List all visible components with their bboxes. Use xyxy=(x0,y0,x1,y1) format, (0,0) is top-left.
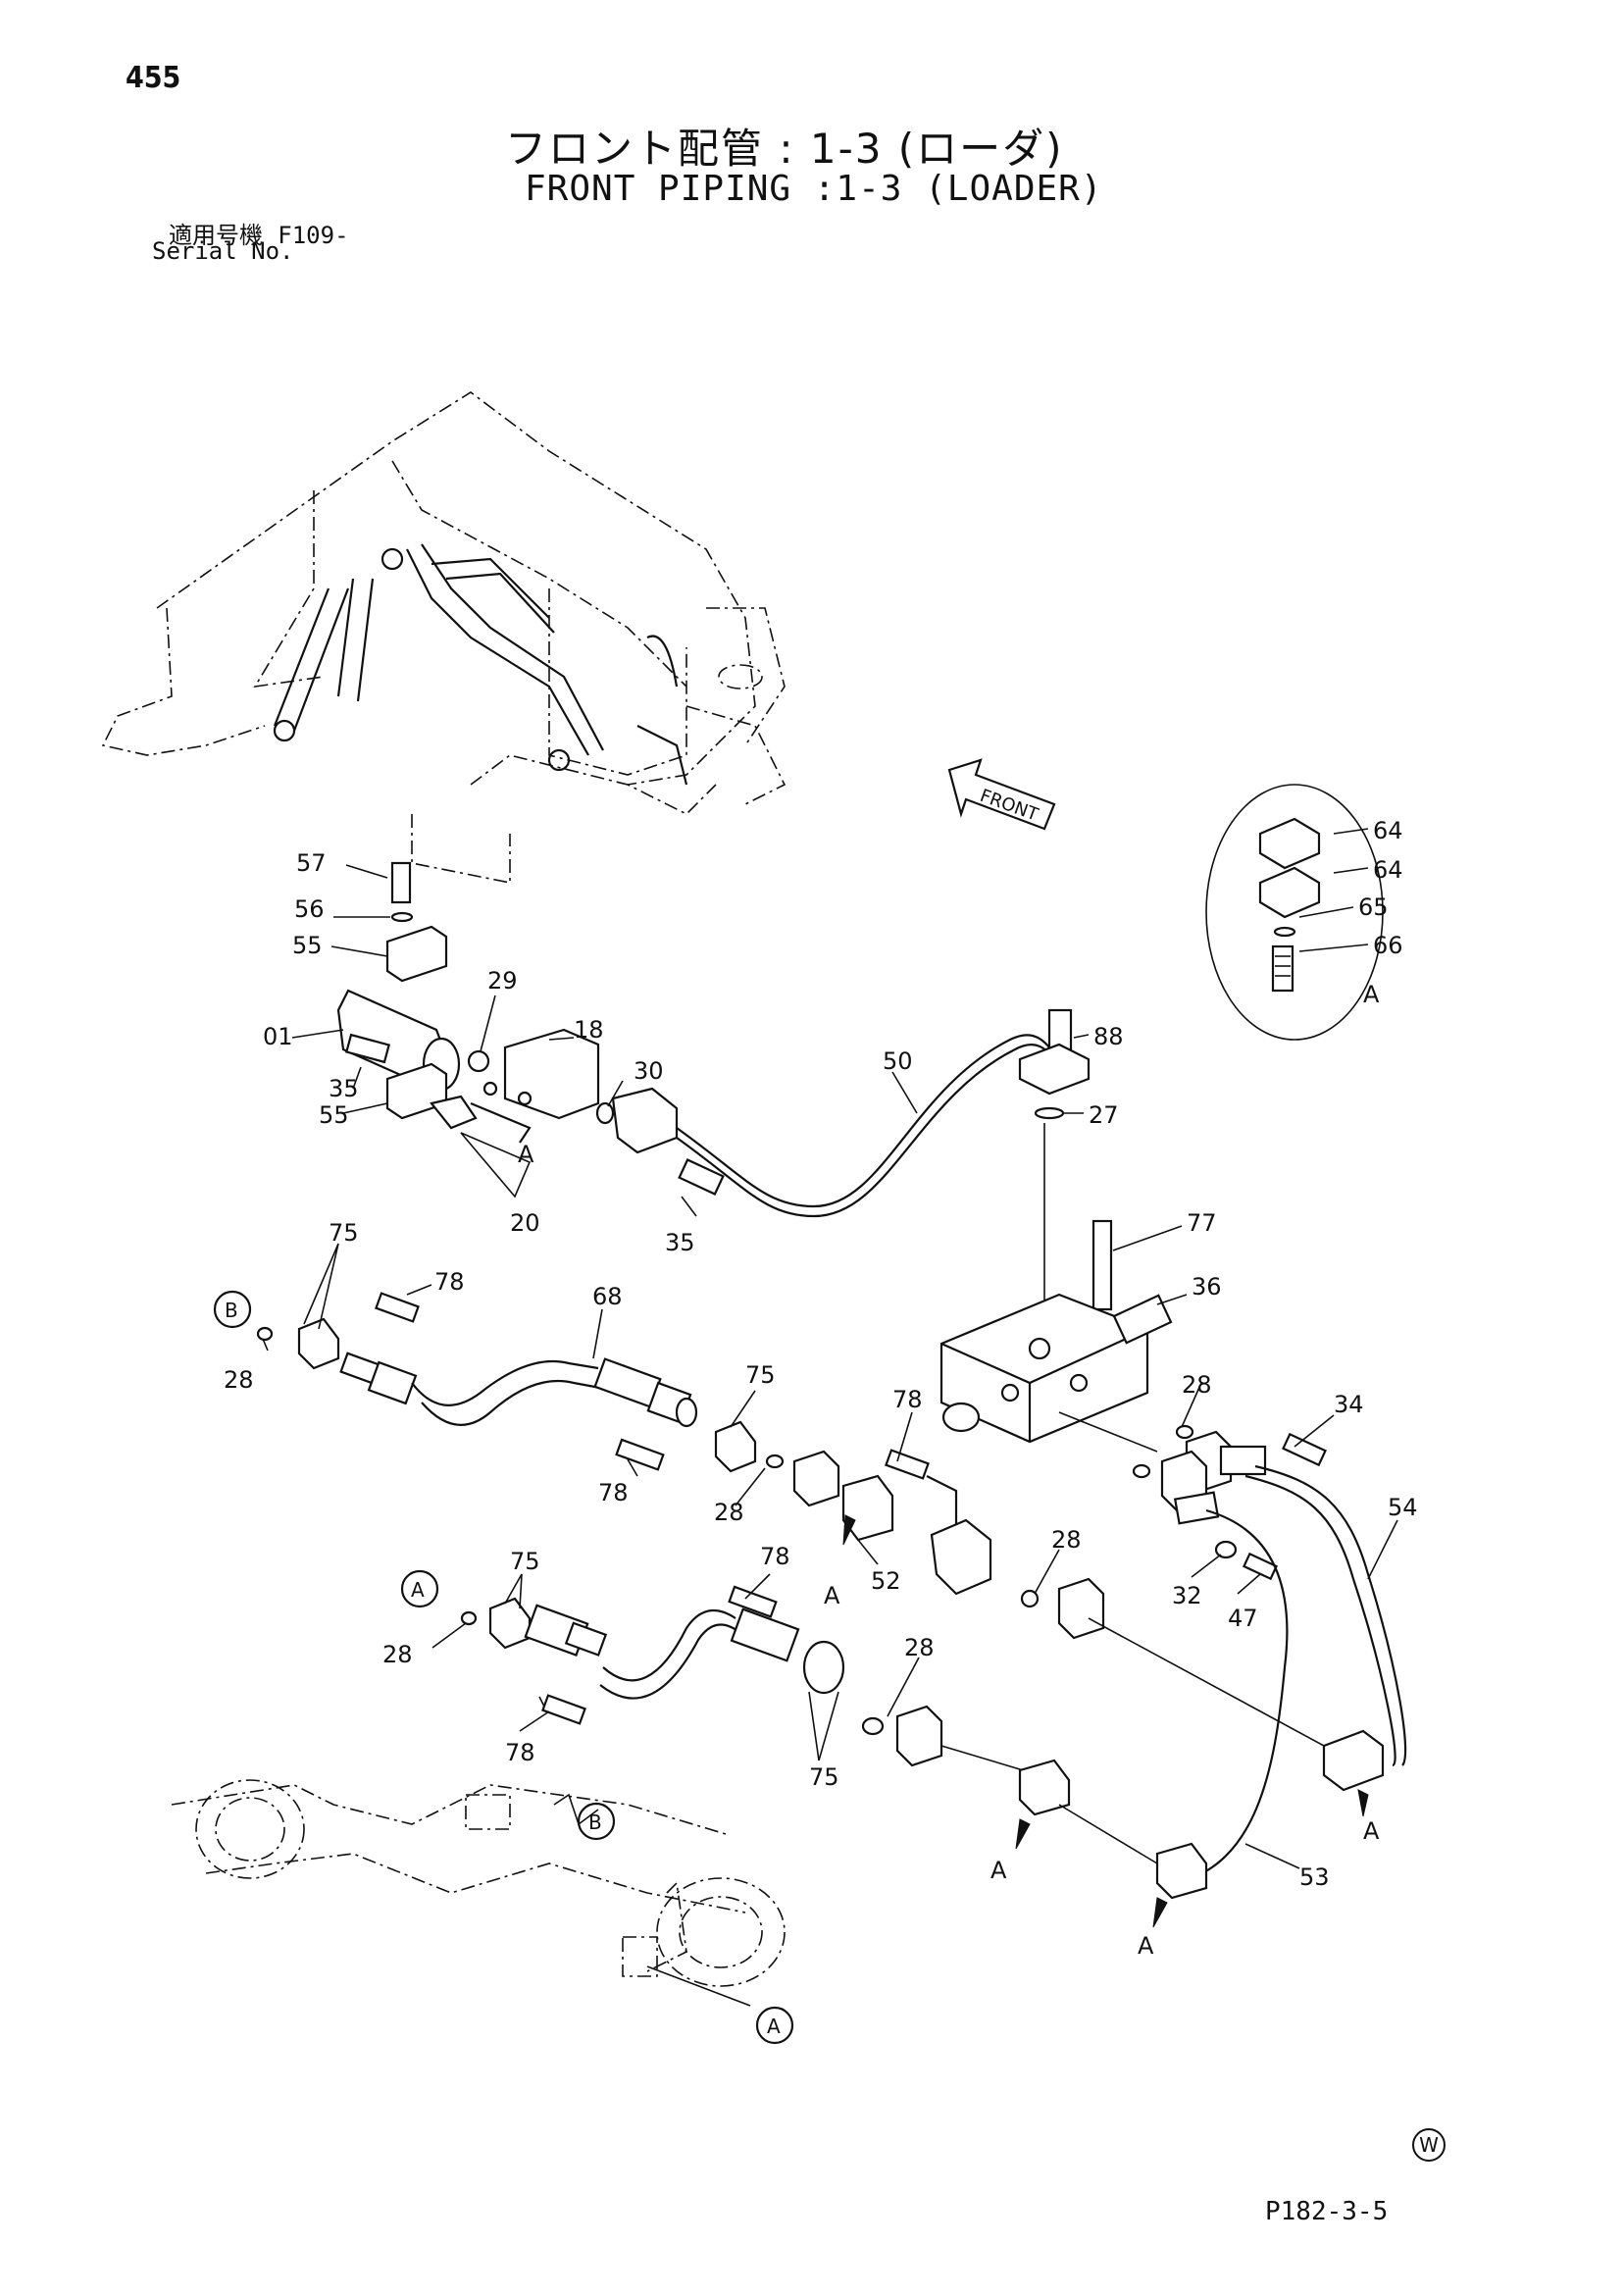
callout-01: 01 xyxy=(263,1023,293,1050)
upper-left-parts xyxy=(336,861,725,1196)
callout-a-detail: A xyxy=(1363,981,1380,1008)
leader-lines xyxy=(262,828,1398,2007)
callout-18: 18 xyxy=(574,1016,604,1044)
callout-75-middle: 75 xyxy=(745,1361,776,1389)
callout-a-circled: A xyxy=(411,1578,425,1602)
callout-57: 57 xyxy=(296,849,327,877)
callout-65: 65 xyxy=(1358,893,1389,921)
callout-47: 47 xyxy=(1228,1605,1258,1632)
serial-label-japanese: 適用号機 F109- xyxy=(169,216,349,250)
callout-a-upper: A xyxy=(518,1141,534,1168)
callout-a-arm: A xyxy=(767,2015,781,2038)
callout-28-center: 28 xyxy=(1051,1526,1082,1554)
callout-30: 30 xyxy=(634,1057,664,1085)
callout-88: 88 xyxy=(1093,1023,1124,1050)
callout-28-lower-left: 28 xyxy=(382,1641,413,1668)
callout-75-lower: 75 xyxy=(510,1548,540,1575)
hose-50 xyxy=(676,1008,1091,1314)
front-label: FRONT xyxy=(977,786,1041,826)
loader-arm-outline xyxy=(171,1779,786,1987)
arrow-marks xyxy=(842,1514,1369,1928)
callout-circle-b-lower xyxy=(577,1802,616,1841)
lower-left-hose-assembly xyxy=(460,1585,845,1725)
callout-53: 53 xyxy=(1299,1863,1330,1891)
callout-78-lower-right: 78 xyxy=(760,1543,790,1570)
callout-78-lower-left: 78 xyxy=(505,1739,535,1766)
watermark-symbol: W xyxy=(1412,2128,1446,2162)
callout-27: 27 xyxy=(1089,1101,1119,1129)
callout-34: 34 xyxy=(1334,1391,1364,1418)
callout-circle-a-bottom xyxy=(755,2006,794,2045)
callout-78-right: 78 xyxy=(892,1386,923,1413)
callout-a-right: A xyxy=(1363,1817,1380,1845)
callout-75-upper-left: 75 xyxy=(329,1219,359,1247)
callout-a-bottom-center: A xyxy=(990,1857,1007,1884)
callout-28-upper-left: 28 xyxy=(224,1366,254,1394)
callout-52: 52 xyxy=(871,1567,901,1595)
callout-66: 66 xyxy=(1373,932,1403,959)
serial-value: F109- xyxy=(278,222,349,249)
callout-circle-a-lower xyxy=(400,1569,439,1608)
callout-55-upper: 55 xyxy=(292,932,323,959)
callout-20: 20 xyxy=(510,1209,540,1237)
callout-35-right: 35 xyxy=(665,1229,695,1256)
callout-75-bottom: 75 xyxy=(809,1763,839,1791)
callout-28-middle: 28 xyxy=(714,1499,744,1526)
callout-50: 50 xyxy=(883,1047,913,1075)
hose-68-assembly xyxy=(256,1292,785,1473)
callout-55-lower: 55 xyxy=(319,1101,349,1129)
callout-28-lower: 28 xyxy=(904,1634,935,1661)
callout-36: 36 xyxy=(1192,1273,1222,1301)
valve-block-36 xyxy=(939,1219,1173,1453)
lower-middle-parts xyxy=(792,1449,1325,1900)
page-number: 455 xyxy=(126,61,181,95)
callout-64-top: 64 xyxy=(1373,817,1403,844)
callout-b-upper: B xyxy=(225,1299,238,1322)
callout-56: 56 xyxy=(294,895,325,923)
serial-label-english: Serial No. xyxy=(152,237,294,265)
machine-frame-outline xyxy=(101,391,787,884)
callout-78-upper: 78 xyxy=(434,1268,465,1296)
callout-29: 29 xyxy=(487,967,518,995)
callout-77: 77 xyxy=(1187,1209,1217,1237)
callout-68: 68 xyxy=(592,1283,623,1310)
callout-54: 54 xyxy=(1388,1494,1418,1521)
serial-label-jp-text: 適用号機 xyxy=(169,222,263,249)
page-title-japanese: フロント配管 : 1-3 (ローダ) xyxy=(505,125,1064,173)
callout-28-right: 28 xyxy=(1182,1371,1212,1399)
callout-78-middle: 78 xyxy=(598,1479,629,1506)
callout-a-bottom-right: A xyxy=(1138,1932,1154,1960)
callout-32: 32 xyxy=(1172,1582,1202,1609)
front-direction-arrow: FRONT xyxy=(947,758,1056,831)
callout-labels: 57 56 55 01 35 55 29 18 30 A 20 35 50 88… xyxy=(224,817,1418,2038)
detail-a-inset xyxy=(1205,784,1384,1041)
callout-a-middle: A xyxy=(824,1582,840,1609)
callout-b-lower: B xyxy=(588,1811,602,1834)
callout-35-left: 35 xyxy=(329,1075,359,1102)
callout-64-bottom: 64 xyxy=(1373,856,1403,884)
right-flanges-and-hoses xyxy=(1132,1424,1407,1885)
page-title-english: FRONT PIPING :1-3 (LOADER) xyxy=(525,169,1103,209)
drawing-code: P182-3-5 xyxy=(1265,2197,1389,2226)
callout-circle-b-upper xyxy=(213,1290,252,1329)
